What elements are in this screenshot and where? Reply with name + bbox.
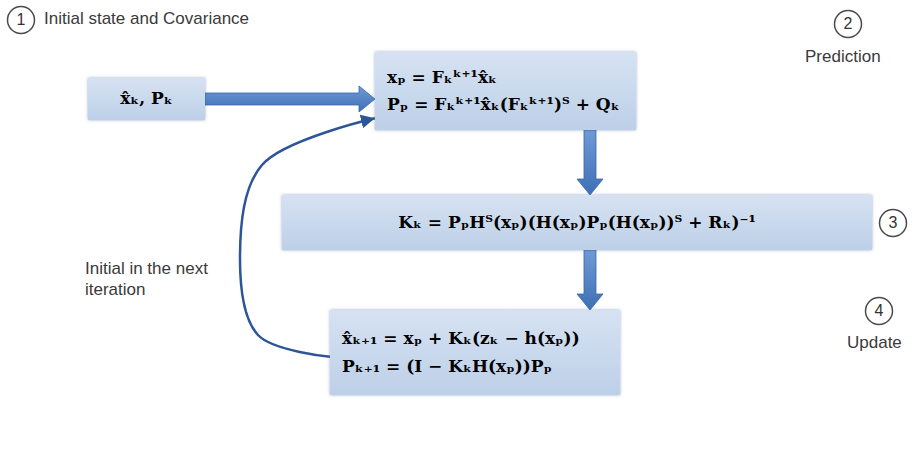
equation: Pₚ = Fₖᵏ⁺¹x̂ₖ(Fₖᵏ⁺¹)ᵀ + Qₖ [387,91,620,118]
step-number: 4 [864,296,894,326]
step-title: Prediction [805,46,881,67]
callout-number: 4 [875,303,884,319]
prediction-box: xₚ = Fₖᵏ⁺¹x̂ₖPₚ = Fₖᵏ⁺¹x̂ₖ(Fₖᵏ⁺¹)ᵀ + Qₖ [375,52,636,130]
block-arrow [577,130,603,195]
step-title: Update [847,332,902,353]
circle-shape [866,298,893,325]
loop-note: Initial in the next iteration [85,258,215,301]
step-number: 3 [878,208,908,238]
circle-shape [880,210,907,237]
update-box: x̂ₖ₊₁ = xₚ + Kₖ(zₖ − h(xₚ))Pₖ₊₁ = (I − K… [330,310,620,395]
block-arrow [205,86,375,112]
equation: x̂ₖ₊₁ = xₚ + Kₖ(zₖ − h(xₚ)) [342,325,580,352]
gain-box: Kₖ = PₚHᵀ(xₚ)(H(xₚ)Pₚ(H(xₚ))ᵀ + Rₖ)⁻¹ [282,195,872,250]
callout-number: 1 [17,12,26,28]
step-title: Initial state and Covariance [44,8,249,29]
step-number: 1 [6,5,36,35]
equation: Pₖ₊₁ = (I − KₖH(xₚ))Pₚ [342,353,552,380]
circle-shape [8,7,35,34]
step-number: 2 [833,9,863,39]
equation: xₚ = Fₖᵏ⁺¹x̂ₖ [387,64,497,91]
block-arrow [577,250,603,310]
callout-number: 2 [844,16,853,32]
state-box: x̂ₖ, Pₖ [88,78,205,120]
equation: Kₖ = PₚHᵀ(xₚ)(H(xₚ)Pₚ(H(xₚ))ᵀ + Rₖ)⁻¹ [398,209,756,236]
circle-shape [835,11,862,38]
callout-number: 3 [889,215,898,231]
equation: x̂ₖ, Pₖ [120,85,173,112]
